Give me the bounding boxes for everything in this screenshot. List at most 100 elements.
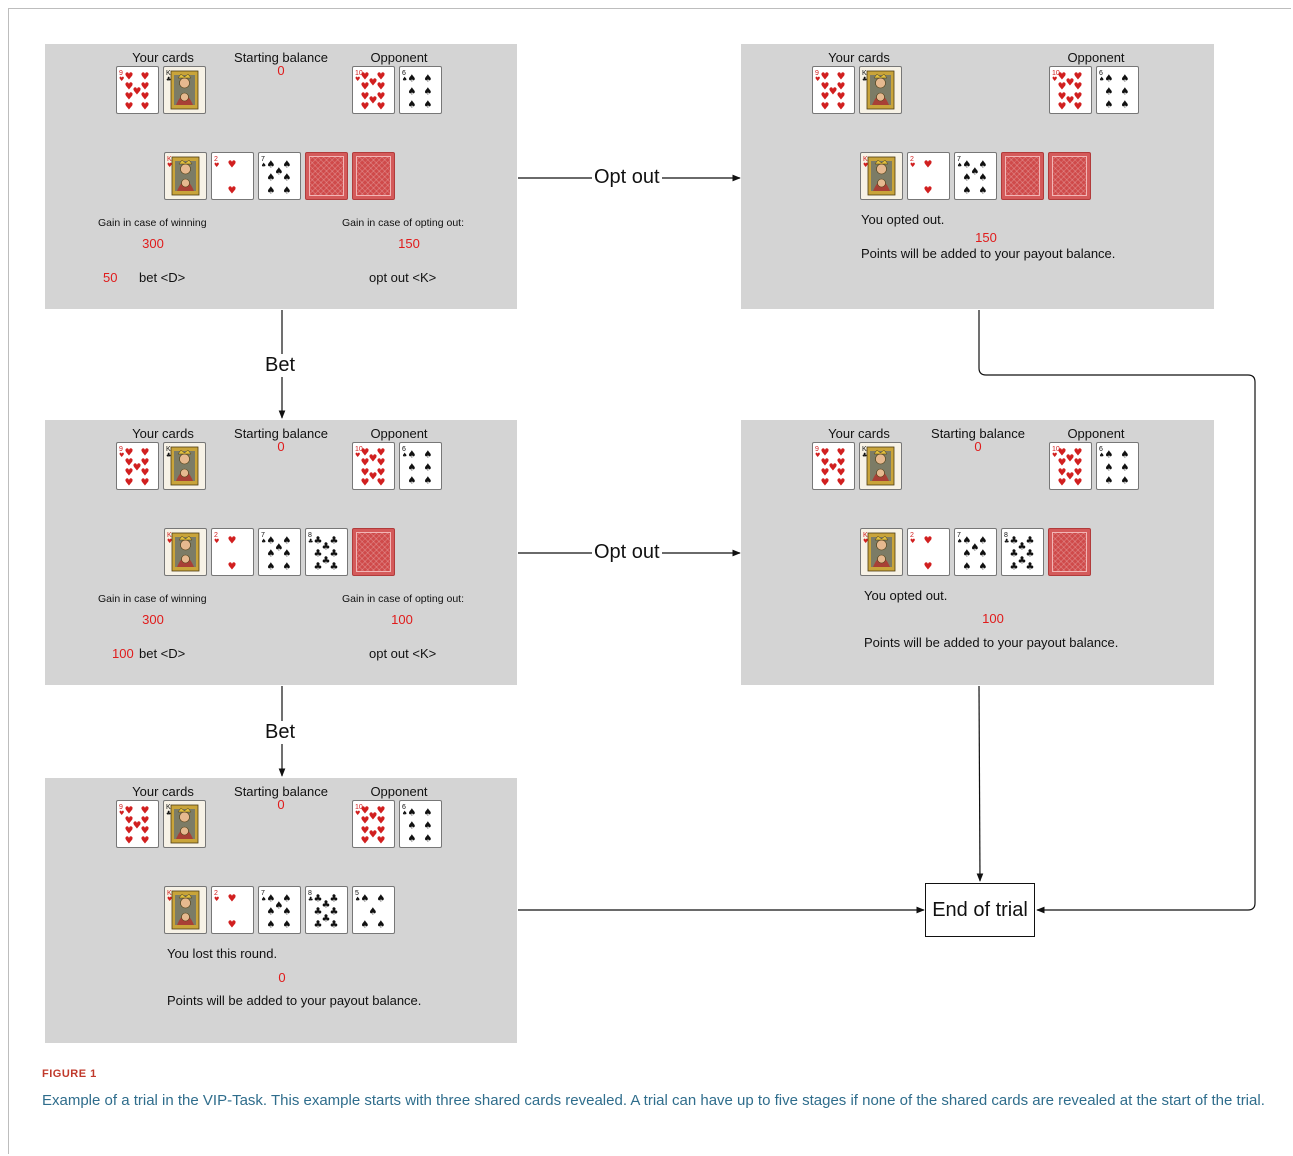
- svg-text:♣: ♣: [1010, 562, 1019, 573]
- svg-text:♥: ♥: [133, 821, 142, 832]
- svg-text:2: 2: [214, 890, 218, 897]
- svg-text:♠: ♠: [361, 894, 370, 905]
- svg-text:♥: ♥: [1074, 72, 1083, 83]
- player-card-2: K♣: [163, 800, 206, 848]
- gain-optout-label: Gain in case of opting out:: [342, 593, 464, 605]
- opt-out-label-1: Opt out: [592, 166, 662, 189]
- opponent-label: Opponent: [370, 426, 428, 441]
- svg-text:♥: ♥: [369, 830, 378, 841]
- svg-text:♥: ♥: [214, 162, 219, 169]
- svg-text:♠: ♠: [355, 896, 360, 903]
- svg-text:♥: ♥: [837, 478, 846, 489]
- svg-text:♥: ♥: [377, 102, 386, 113]
- svg-text:♣: ♣: [308, 538, 313, 545]
- svg-text:♥: ♥: [125, 826, 134, 837]
- card-2-of-hearts: 2♥♥♥: [910, 532, 933, 573]
- svg-text:♠: ♠: [963, 549, 972, 560]
- svg-text:♠: ♠: [267, 536, 276, 547]
- svg-text:♣: ♣: [330, 907, 339, 918]
- svg-text:7: 7: [261, 156, 265, 163]
- svg-text:♥: ♥: [119, 810, 124, 817]
- svg-text:♠: ♠: [267, 160, 276, 171]
- svg-text:♣: ♣: [314, 562, 323, 573]
- svg-text:♥: ♥: [141, 478, 150, 489]
- shared-card-3: 7♠♠♠♠♠♠♠♠: [258, 528, 301, 576]
- svg-text:♠: ♠: [408, 450, 417, 461]
- svg-text:♥: ♥: [377, 92, 386, 103]
- card-7-of-spades: 7♠♠♠♠♠♠♠♠: [957, 532, 987, 573]
- card-10-of-hearts: 10♥♥♥♥♥♥♥♥♥♥♥: [1052, 70, 1083, 113]
- svg-text:♠: ♠: [408, 821, 417, 832]
- svg-text:♠: ♠: [424, 100, 433, 111]
- svg-text:♥: ♥: [1074, 92, 1083, 103]
- starting-balance-value: 0: [277, 63, 285, 78]
- starting-balance-label: Starting balance: [234, 784, 328, 799]
- svg-text:♥: ♥: [141, 72, 150, 83]
- svg-text:♣: ♣: [166, 452, 171, 459]
- opt-out-label-2: Opt out: [592, 541, 662, 564]
- panel-first-stage: Your cards Starting balance 0 Opponent 9…: [45, 44, 517, 309]
- svg-text:9: 9: [815, 70, 819, 77]
- svg-text:♥: ♥: [355, 452, 360, 459]
- svg-text:♥: ♥: [1058, 478, 1067, 489]
- svg-text:♠: ♠: [408, 808, 417, 819]
- bet-key-label: bet <D>: [139, 646, 186, 661]
- card-2-of-hearts: 2♥♥♥: [214, 890, 237, 931]
- card-6-of-spades: 6♠♠♠♠♠♠♠: [402, 446, 433, 487]
- svg-text:♥: ♥: [228, 536, 237, 547]
- svg-text:♥: ♥: [377, 816, 386, 827]
- svg-text:♠: ♠: [979, 173, 988, 184]
- svg-text:♠: ♠: [424, 476, 433, 487]
- svg-text:♥: ♥: [125, 458, 134, 469]
- svg-text:♥: ♥: [821, 82, 830, 93]
- svg-text:♥: ♥: [141, 458, 150, 469]
- svg-text:♥: ♥: [1058, 468, 1067, 479]
- svg-text:♥: ♥: [815, 76, 820, 83]
- player-card-2: K♣: [163, 442, 206, 490]
- arrow-b-to-end: [978, 310, 1256, 914]
- svg-text:♠: ♠: [267, 894, 276, 905]
- svg-text:♠: ♠: [963, 160, 972, 171]
- opted-out-amount: 150: [975, 230, 997, 245]
- svg-text:♠: ♠: [1105, 463, 1114, 474]
- svg-text:♥: ♥: [924, 536, 933, 547]
- svg-text:♠: ♠: [275, 901, 284, 912]
- svg-text:♥: ♥: [377, 448, 386, 459]
- card-10-of-hearts: 10♥♥♥♥♥♥♥♥♥♥♥: [355, 804, 386, 847]
- svg-text:2: 2: [910, 532, 914, 539]
- svg-text:♠: ♠: [963, 536, 972, 547]
- svg-text:♥: ♥: [377, 458, 386, 469]
- panel-opted-out-second: Your cards Starting balance 0 Opponent 9…: [741, 420, 1214, 685]
- card-K-of-clubs: K♣: [166, 804, 199, 844]
- svg-text:♠: ♠: [1121, 463, 1130, 474]
- svg-text:♥: ♥: [141, 468, 150, 479]
- svg-text:♥: ♥: [133, 87, 142, 98]
- svg-text:10: 10: [355, 446, 363, 453]
- svg-text:♥: ♥: [377, 826, 386, 837]
- starting-balance-label: Starting balance: [234, 50, 328, 65]
- opponent-card-2: 6♠♠♠♠♠♠♠: [1096, 442, 1139, 490]
- shared-card-1: K♥: [860, 528, 903, 576]
- hidden-card-5: [352, 152, 395, 200]
- svg-text:7: 7: [261, 532, 265, 539]
- svg-text:♥: ♥: [361, 836, 370, 847]
- card-6-of-spades: 6♠♠♠♠♠♠♠: [1099, 70, 1129, 111]
- bet-label-2: Bet: [263, 721, 298, 744]
- svg-text:♥: ♥: [924, 160, 933, 171]
- gain-winning-value: 300: [142, 612, 164, 627]
- hidden-card-5: [352, 528, 395, 576]
- svg-text:♠: ♠: [369, 907, 378, 918]
- shared-card-1: K♥: [164, 886, 207, 934]
- svg-text:9: 9: [119, 446, 123, 453]
- svg-text:♣: ♣: [166, 810, 171, 817]
- card-K-of-hearts: K♥: [863, 532, 896, 572]
- svg-text:♣: ♣: [1004, 538, 1009, 545]
- svg-text:2: 2: [910, 156, 914, 163]
- card-10-of-hearts: 10♥♥♥♥♥♥♥♥♥♥♥: [355, 446, 386, 489]
- svg-text:♥: ♥: [119, 76, 124, 83]
- shared-card-4: 8♣♣♣♣♣♣♣♣♣: [305, 886, 348, 934]
- svg-text:♠: ♠: [402, 76, 407, 83]
- hidden-card-4: [1001, 152, 1044, 200]
- starting-balance-value: 0: [974, 439, 982, 454]
- svg-text:♥: ♥: [361, 826, 370, 837]
